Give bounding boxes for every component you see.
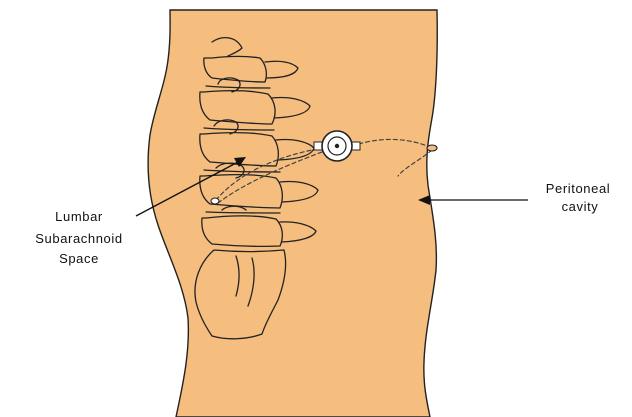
peritoneal-label-line-1: Peritoneal (546, 181, 611, 196)
valve-center-dot (335, 144, 339, 148)
lumbar-label-line-1: Lumbar (55, 209, 103, 224)
lumbar-label-line-3: Space (59, 251, 99, 266)
lumbar-label-line-2: Subarachnoid (35, 231, 122, 246)
peritoneal-label-line-2: cavity (562, 199, 599, 214)
catheter-tip (427, 145, 437, 151)
torso-silhouette (148, 10, 437, 417)
spinal-catheter-tip (211, 198, 219, 204)
